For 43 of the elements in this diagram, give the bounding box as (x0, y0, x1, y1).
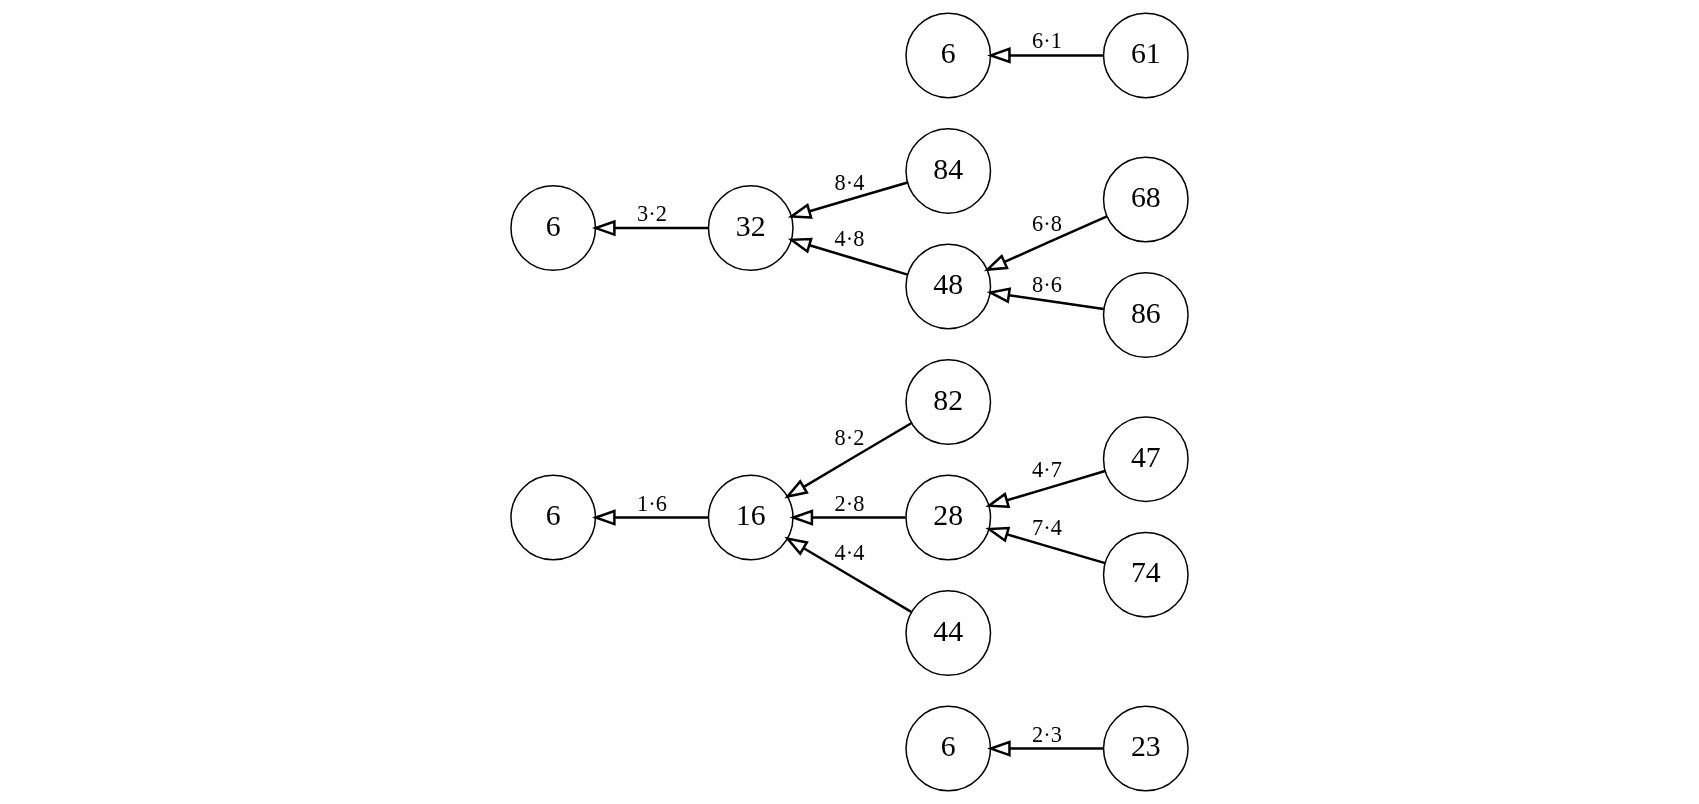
arrow (983, 215, 1108, 272)
arrow (985, 469, 1106, 508)
edge-label: 8·2 (834, 424, 865, 450)
node-circle: 28 (905, 474, 992, 561)
arrow (784, 536, 912, 613)
edge-label: 4·4 (834, 540, 865, 566)
node-circle: 61 (1102, 12, 1189, 99)
node-circle: 16 (707, 474, 794, 561)
node-circle: 6 (905, 705, 992, 792)
arrow (787, 181, 908, 219)
arrow (592, 219, 709, 237)
edge-label: 2·8 (834, 490, 865, 516)
node-circle: 6 (510, 474, 597, 561)
arrow (985, 526, 1106, 565)
arrow (987, 47, 1104, 64)
edge-label: 6·8 (1032, 211, 1062, 237)
arrow (987, 740, 1104, 757)
node-circle: 6 (510, 185, 597, 272)
edge-label: 8·4 (834, 170, 865, 196)
edge-label: 4·7 (1032, 457, 1062, 483)
edge-label: 4·8 (834, 225, 865, 251)
arrow (787, 237, 908, 276)
edge-label: 3·2 (637, 201, 667, 227)
node-circle: 44 (905, 590, 992, 677)
node-circle: 32 (707, 185, 794, 272)
node-circle: 47 (1102, 416, 1189, 503)
node-circle: 74 (1102, 531, 1189, 618)
edge-label: 1·6 (637, 490, 667, 516)
edge-label: 7·4 (1032, 515, 1062, 541)
edge-label: 6·1 (1032, 28, 1062, 54)
node-circle: 82 (905, 359, 992, 445)
node-circle: 48 (905, 243, 992, 330)
node-circle: 23 (1102, 705, 1189, 792)
node-circle: 68 (1102, 156, 1189, 243)
arrow (592, 509, 709, 526)
node-circle: 86 (1102, 272, 1189, 359)
arrow (986, 287, 1104, 311)
node-circle: 84 (905, 127, 992, 214)
edge-label: 8·6 (1032, 271, 1062, 297)
arrow (784, 422, 912, 499)
arrow (789, 509, 906, 526)
node-circle: 6 (905, 12, 992, 99)
edge-label: 2·3 (1032, 721, 1062, 747)
